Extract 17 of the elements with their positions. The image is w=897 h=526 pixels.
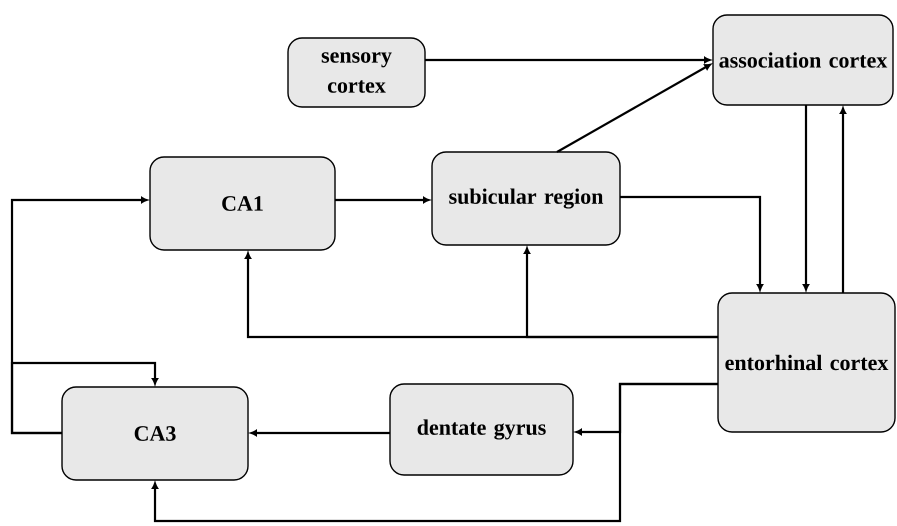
- process-box: entorhinal cortex: [717, 292, 896, 433]
- arrow: [10, 362, 158, 434]
- arrow: [840, 107, 846, 293]
- arrow: [335, 196, 430, 204]
- process-box: dentate gyrus: [389, 383, 574, 476]
- process-box: sensory cortex: [287, 37, 426, 108]
- arrow: [152, 382, 718, 522]
- arrow: [524, 247, 718, 338]
- arrow: [802, 105, 810, 291]
- arrow: [620, 196, 764, 291]
- process-box: association cortex: [712, 14, 894, 106]
- process-box: CA1: [149, 156, 336, 251]
- arrow: [556, 64, 712, 153]
- process-box: CA3: [61, 386, 249, 481]
- arrow: [250, 430, 390, 436]
- process-box: subicular region: [431, 151, 621, 246]
- arrow: [425, 56, 711, 64]
